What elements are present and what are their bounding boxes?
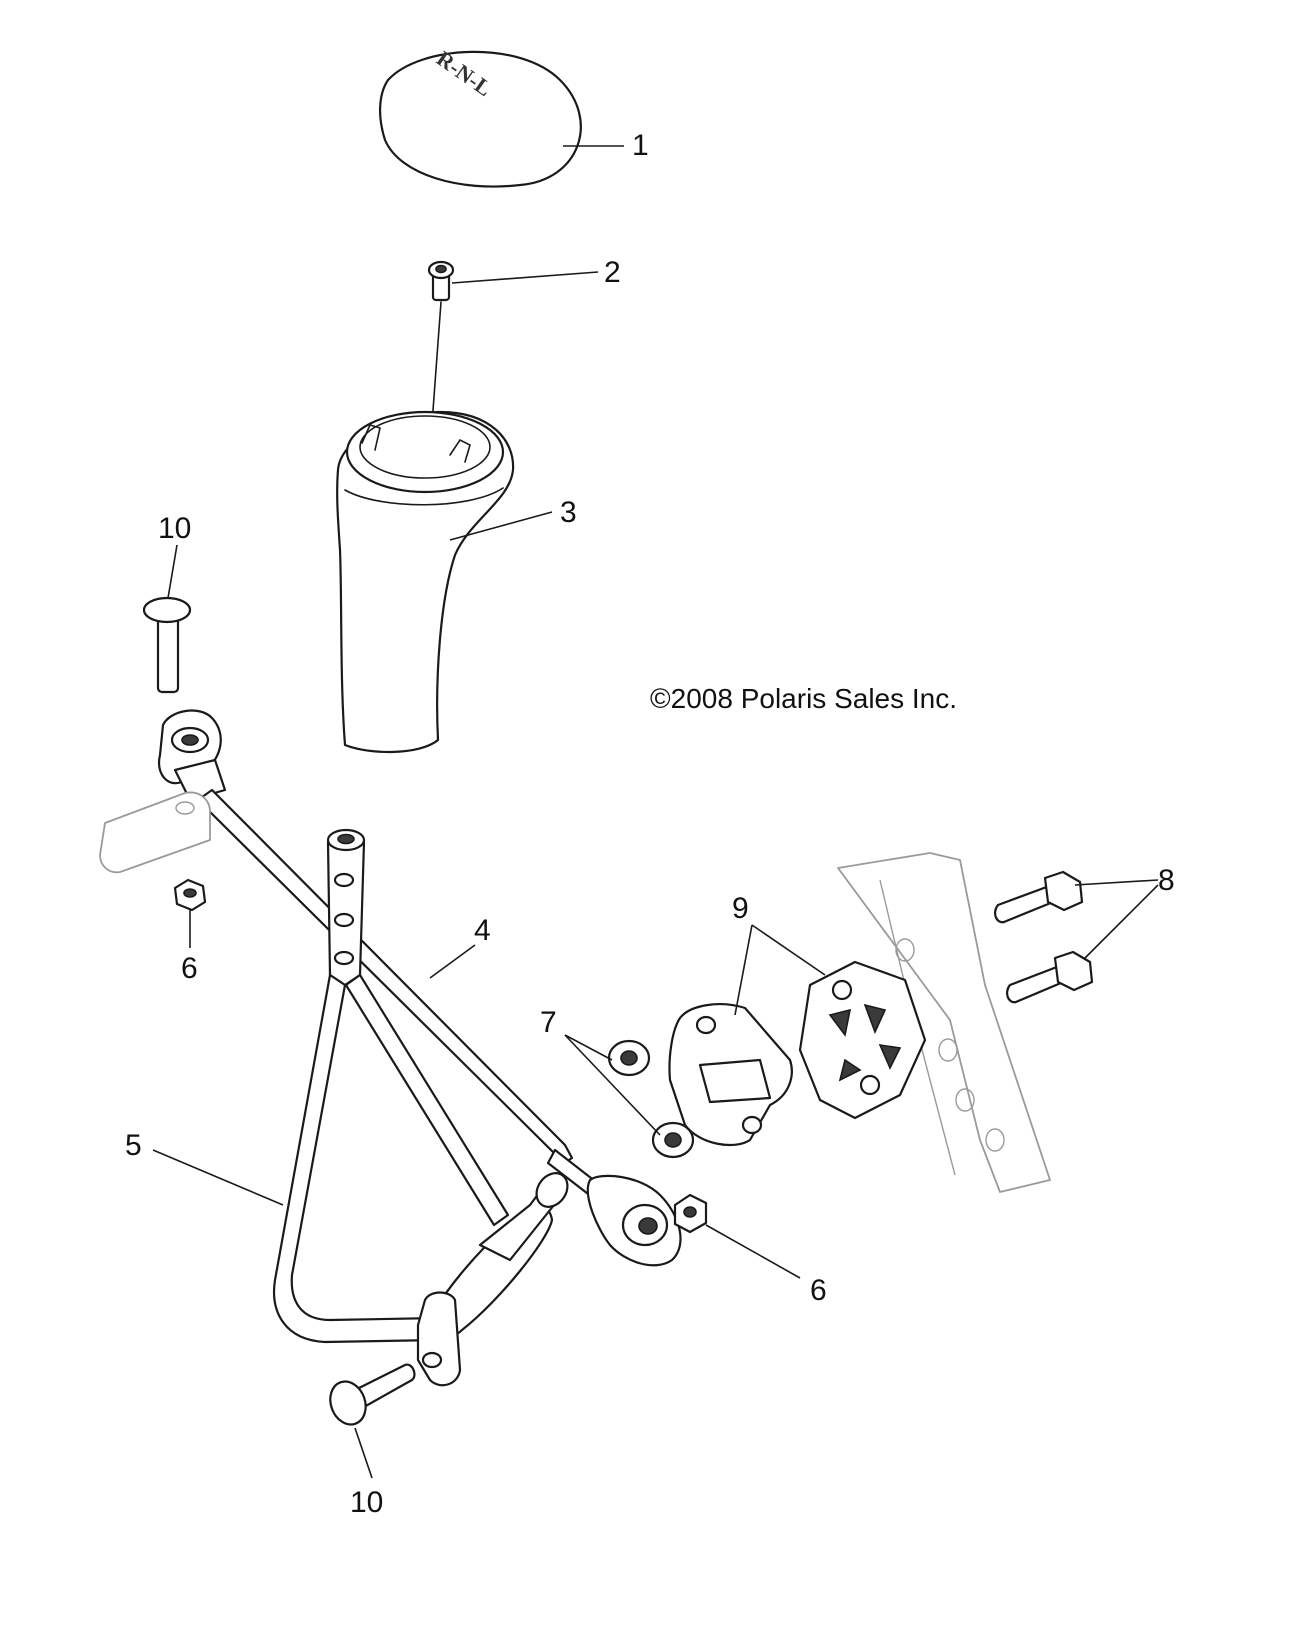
bushing-upper: [607, 1039, 651, 1077]
clevis-pin-lower: [329, 1363, 416, 1426]
callout-3: 3: [560, 496, 577, 529]
callout-8: 8: [1158, 864, 1175, 897]
lock-nut-lower: [673, 1193, 708, 1234]
callout-7: 7: [540, 1006, 557, 1039]
shift-handle: [336, 410, 515, 754]
bushing-lower: [651, 1121, 695, 1159]
clevis-pin-upper: [142, 596, 192, 694]
callout-5: 5: [125, 1129, 142, 1162]
bolt-upper: [994, 870, 1084, 924]
copyright-notice: ©2008 Polaris Sales Inc.: [650, 683, 957, 714]
pivot-block-outer: [798, 960, 927, 1120]
callout-6-upper: 6: [181, 952, 198, 985]
callout-10-upper: 10: [158, 512, 191, 545]
shifter-lever-bar: [273, 828, 569, 1387]
lock-nut-upper: [173, 878, 207, 912]
callout-4: 4: [474, 914, 491, 947]
callout-1: 1: [632, 129, 649, 162]
callout-2: 2: [604, 256, 621, 289]
knob-screw: [427, 260, 455, 302]
shift-linkage-rod: [157, 709, 682, 1267]
pivot-block-inner: [668, 1003, 793, 1147]
reference-bracket-left: [99, 791, 211, 874]
shift-knob-cap: R-N-L: [378, 46, 582, 188]
callout-6-lower: 6: [810, 1274, 827, 1307]
callout-10-lower: 10: [350, 1486, 383, 1519]
callout-9: 9: [732, 892, 749, 925]
bolt-lower: [1006, 950, 1094, 1004]
